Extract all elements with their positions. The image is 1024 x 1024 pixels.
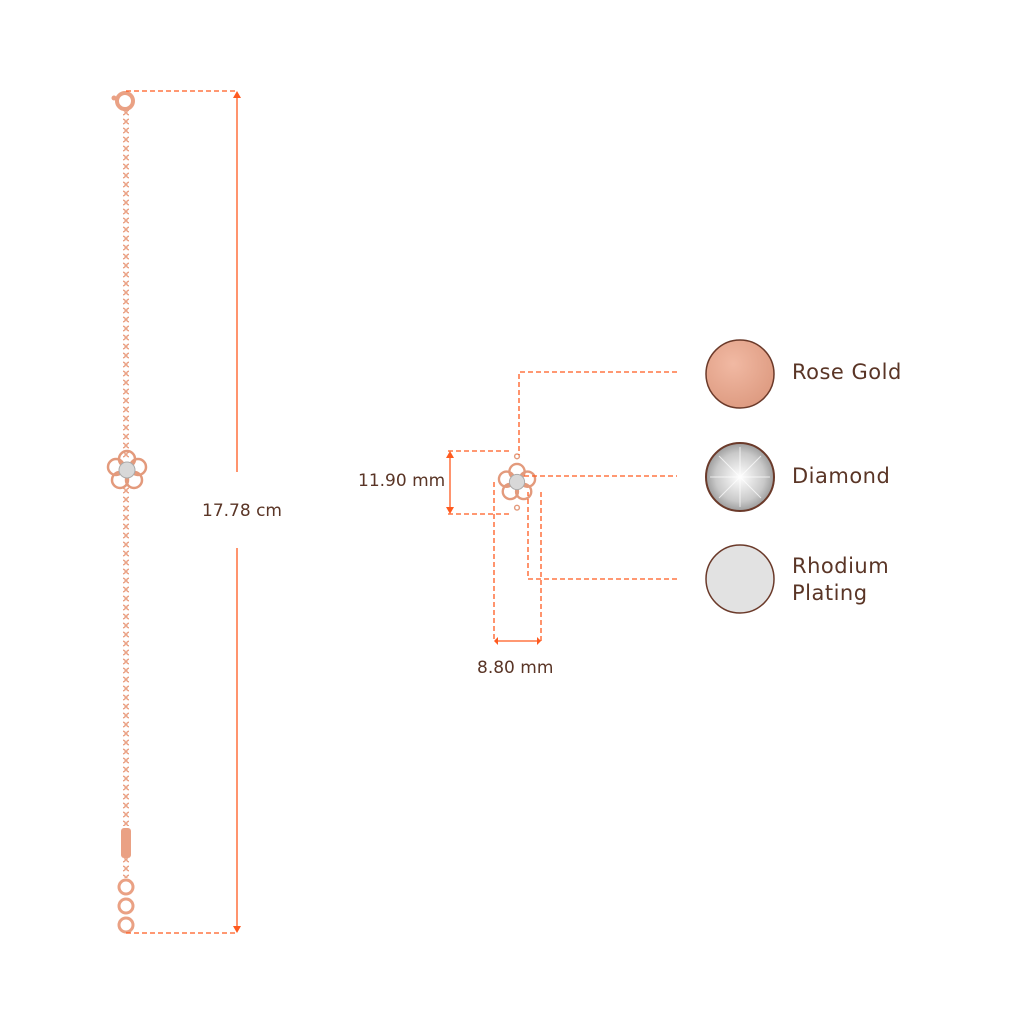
callout-lines [448,371,677,642]
rose-gold-swatch [705,339,775,409]
rhodium-plating-label: Rhodium Plating [792,553,889,607]
motif-dimension-arrows [446,451,541,645]
flower-motif [106,449,148,490]
rhodium-swatch [705,544,775,614]
diamond-label: Diamond [792,464,891,488]
bracelet-image [106,91,148,934]
diamond-swatch [705,442,775,512]
rhodium-label-line1: Rhodium [792,554,890,578]
rhodium-label-line2: Plating [792,581,868,605]
rose-gold-label: Rose Gold [792,360,902,384]
length-label: 17.78 cm [202,501,282,521]
length-dimension-line [126,90,241,934]
motif-detail-image [497,453,537,511]
motif-width-label: 8.80 mm [477,658,554,678]
motif-height-label: 11.90 mm [358,471,446,491]
